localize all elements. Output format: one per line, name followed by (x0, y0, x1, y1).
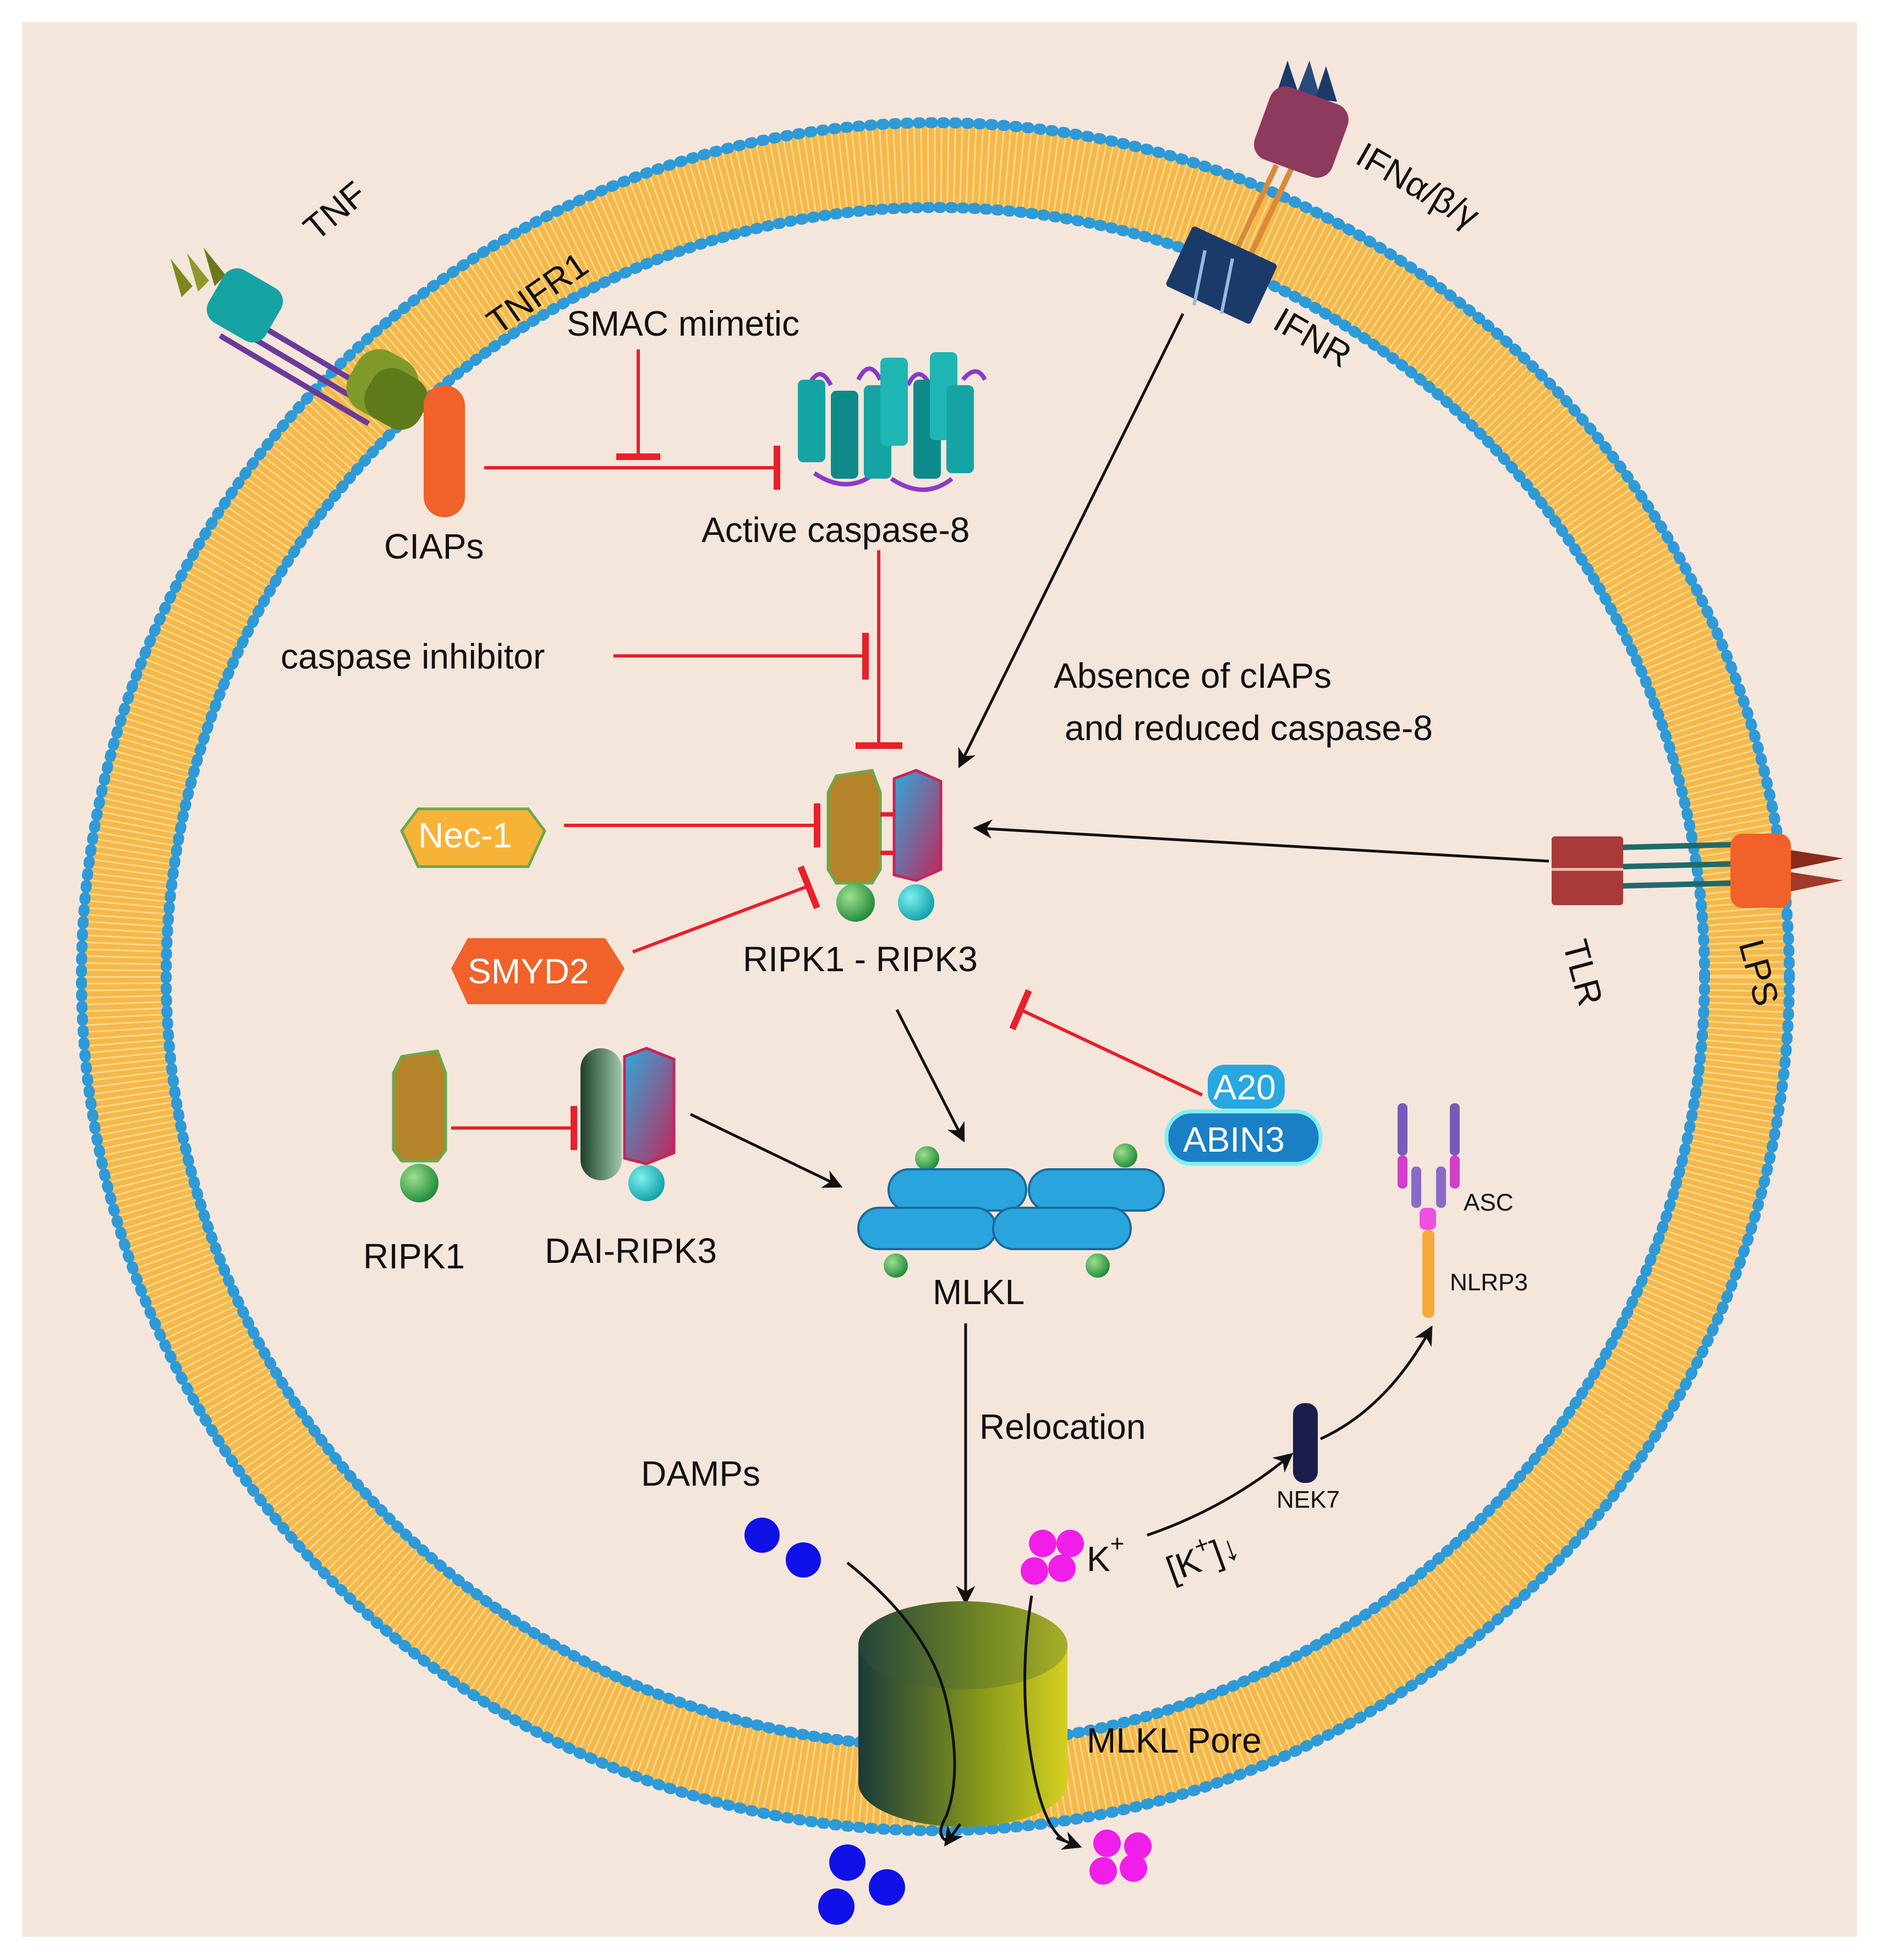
caspase-inhibitor-label: caspase inhibitor (281, 637, 545, 676)
ifnr-receptor (1166, 61, 1349, 324)
absence-ciaps-line2: and reduced caspase-8 (1065, 708, 1433, 748)
damp-release-arrow (944, 1823, 963, 1847)
nec-1-shape (400, 807, 546, 868)
ripk1-shape (392, 1049, 447, 1202)
nek7-label: NEK7 (1277, 1486, 1340, 1513)
a20-inhibit-line (1020, 1008, 1203, 1097)
k-efflux-arrow (1056, 1831, 1082, 1850)
ripk-to-mlkl-arrow (895, 1009, 965, 1143)
tlr-activation-arrow (973, 819, 1549, 863)
active-caspase-8-label: Active caspase-8 (702, 510, 969, 550)
damp-release-path (846, 1562, 956, 1842)
asc-label: ASC (1464, 1189, 1513, 1216)
nec-1-label: Nec-1 (418, 815, 512, 855)
damp-released (829, 1844, 865, 1881)
k-ions-released (1089, 1830, 1152, 1885)
dai-ripk3-shape (580, 1047, 676, 1201)
damp-released (818, 1888, 854, 1925)
nlrp3-label: NLRP3 (1450, 1269, 1528, 1296)
abin3-shape (1164, 1109, 1323, 1166)
mlkl-pore-label: MLKL Pore (1087, 1721, 1262, 1760)
mlkl-label: MLKL (933, 1272, 1025, 1312)
damp-particle (744, 1518, 780, 1553)
smyd2-label: SMYD2 (468, 951, 589, 991)
ripk1-ripk3-complex (826, 769, 943, 922)
a20-inhibit-bar (1009, 989, 1032, 1031)
k-ions-inside (1021, 1530, 1084, 1585)
lps-ligand-icon (1791, 850, 1843, 891)
smyd2-inhibit-line (632, 884, 810, 954)
nek7-to-nlrp3-arrow (1319, 1325, 1433, 1441)
ripk1-ripk3-label: RIPK1 - RIPK3 (743, 939, 978, 979)
dai-ripk3-label: DAI-RIPK3 (545, 1231, 717, 1271)
damp-released (869, 1869, 905, 1906)
ciaps-shape (424, 385, 465, 517)
tnf-ligand-icon (171, 248, 226, 297)
dai-to-mlkl-arrow (689, 1113, 843, 1188)
relocation-label: Relocation (979, 1407, 1146, 1447)
k-plus-label: K+ (1087, 1530, 1124, 1579)
mlkl-pore (858, 1601, 1067, 1827)
tlr-receptor (1552, 834, 1843, 908)
tnfr1-receptor (171, 248, 428, 430)
k-to-nek7-arrow (1147, 1453, 1294, 1537)
ripk1-label: RIPK1 (363, 1236, 465, 1276)
a20-label: A20 (1213, 1067, 1276, 1107)
ifn-ligand-icon (1277, 61, 1337, 102)
smac-mimetic-label: SMAC mimetic (567, 304, 799, 343)
caspase-8-shape (798, 352, 987, 492)
mlkl-oligomer (857, 1143, 1165, 1278)
k-efflux-path (1023, 1595, 1066, 1842)
a20-shape (1208, 1065, 1285, 1109)
damp-particle (786, 1542, 821, 1578)
nek7-shape (1293, 1403, 1318, 1483)
damps-label: DAMPs (641, 1454, 760, 1493)
abin3-label: ABIN3 (1183, 1120, 1285, 1159)
absence-ciaps-line1: Absence of cIAPs (1054, 656, 1332, 696)
ifnr-activation-arrow (958, 313, 1185, 769)
smyd2-inhibit-bar (797, 865, 820, 910)
smyd2-shape (451, 938, 624, 1004)
ciaps-label: CIAPs (384, 527, 484, 566)
inflammasome-complex (1398, 1103, 1460, 1318)
